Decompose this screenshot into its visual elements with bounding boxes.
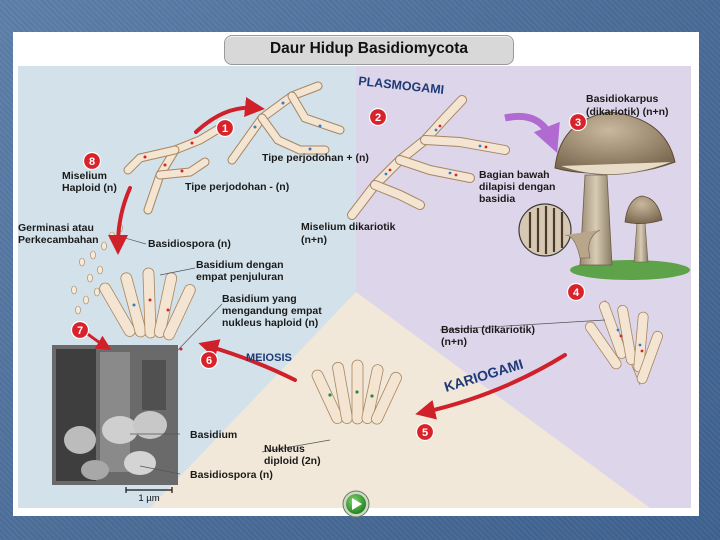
label-nukleus-diploid-1: Nukleus bbox=[264, 443, 305, 455]
label-basidiokarpus-1: Basidiokarpus bbox=[586, 93, 659, 105]
label-basidium-empat-1: Basidium dengan bbox=[196, 259, 284, 271]
svg-text:3: 3 bbox=[575, 117, 581, 129]
step-badge-1: 1 bbox=[217, 120, 234, 137]
label-bagian-bawah-2: dilapisi dengan bbox=[479, 181, 555, 193]
sem-micrograph bbox=[52, 345, 178, 485]
play-button[interactable] bbox=[343, 491, 369, 517]
step-badge-7: 7 bbox=[72, 322, 89, 339]
label-micro-basidium: Basidium bbox=[190, 429, 237, 441]
label-nukleus-diploid-2: diploid (2n) bbox=[264, 455, 321, 467]
svg-text:2: 2 bbox=[375, 112, 381, 124]
scale-label: 1 µm bbox=[138, 493, 159, 504]
label-bagian-bawah-3: basidia bbox=[479, 193, 515, 205]
svg-text:4: 4 bbox=[573, 287, 580, 299]
label-miselium-haploid-2: Haploid (n) bbox=[62, 182, 117, 194]
label-basidia-dik-1: Basidia (dikariotik) bbox=[441, 324, 535, 336]
label-tipe-plus: Tipe perjodohan + (n) bbox=[262, 152, 369, 164]
label-basidium-nukleus-3: nukleus haploid (n) bbox=[222, 317, 318, 329]
label-miselium-dikariotik-2: (n+n) bbox=[301, 234, 327, 246]
label-basidiospora: Basidiospora (n) bbox=[148, 238, 231, 250]
step-badge-4: 4 bbox=[568, 284, 585, 301]
svg-text:7: 7 bbox=[77, 325, 83, 337]
svg-text:5: 5 bbox=[422, 427, 428, 439]
stage-meiosis: MEIOSIS bbox=[246, 352, 292, 364]
label-basidium-empat-2: empat penjuluran bbox=[196, 271, 284, 283]
step-badge-2: 2 bbox=[370, 109, 387, 126]
svg-text:1: 1 bbox=[222, 123, 228, 135]
step-badge-8: 8 bbox=[84, 153, 101, 170]
label-basidiokarpus-2: (dikariotik) (n+n) bbox=[586, 106, 669, 118]
svg-text:8: 8 bbox=[89, 156, 95, 168]
label-basidia-dik-2: (n+n) bbox=[441, 336, 467, 348]
step-badge-3: 3 bbox=[570, 114, 587, 131]
svg-text:6: 6 bbox=[206, 355, 212, 367]
label-micro-basidiospora: Basidiospora (n) bbox=[190, 469, 273, 481]
step-badge-6: 6 bbox=[201, 352, 218, 369]
label-basidium-nukleus-1: Basidium yang bbox=[222, 293, 297, 305]
label-tipe-minus: Tipe perjodohan - (n) bbox=[185, 181, 289, 193]
label-basidium-nukleus-2: mengandung empat bbox=[222, 305, 322, 317]
label-miselium-dikariotik-1: Miselium dikariotik bbox=[301, 221, 396, 233]
label-bagian-bawah-1: Bagian bawah bbox=[479, 169, 550, 181]
label-germinasi-1: Germinasi atau bbox=[18, 222, 94, 234]
label-germinasi-2: Perkecambahan bbox=[18, 234, 99, 246]
label-miselium-haploid-1: Miselium bbox=[62, 170, 107, 182]
step-badge-5: 5 bbox=[417, 424, 434, 441]
